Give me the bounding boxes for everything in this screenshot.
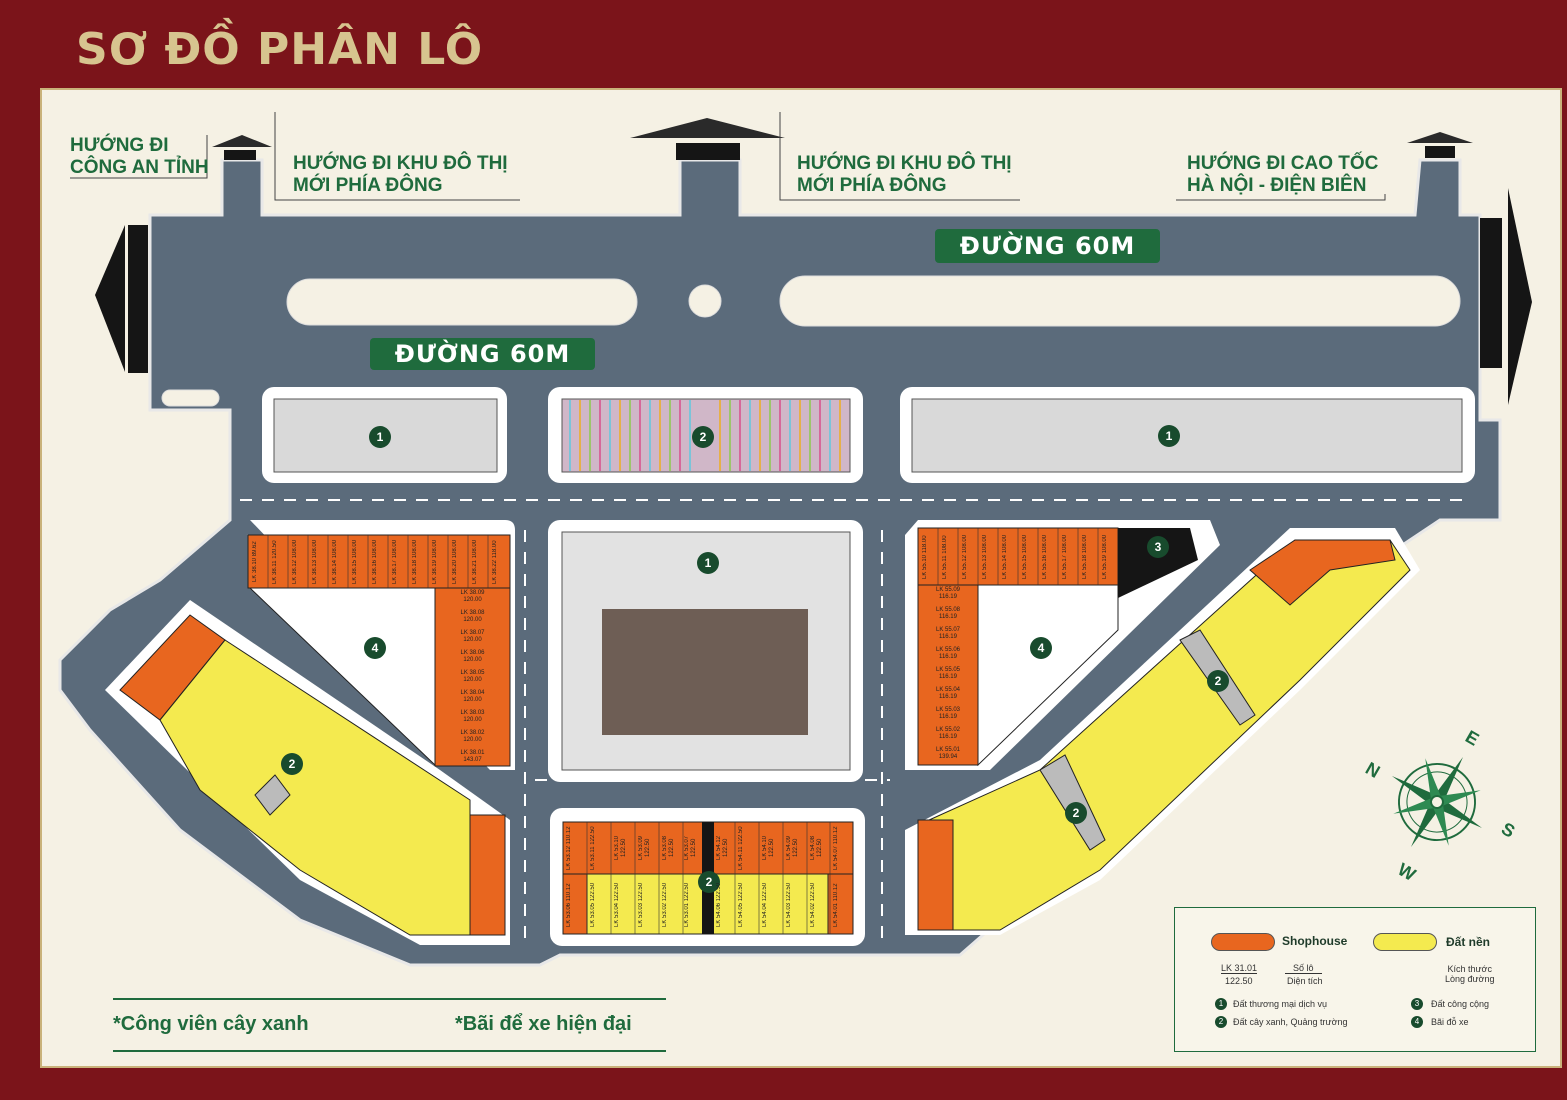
legend-kich-thuoc: Kích thước Lòng đường — [1445, 964, 1495, 984]
lot-label: LK 55.19 108.00 — [1102, 534, 1108, 580]
lot-label: LK 54.06 122.50 — [716, 882, 722, 928]
lot-label: LK 53.02 122.50 — [662, 882, 668, 928]
direction-arrows — [95, 118, 1532, 405]
zone-badge-public: 3 — [1147, 536, 1169, 558]
zone-badge-green: 2 — [1207, 670, 1229, 692]
lot-label: LK 53.12 110.12 — [566, 826, 572, 870]
lot-label: LK 54.11 122.50 — [738, 826, 744, 870]
lot-label: LK 55.14 108.00 — [1002, 534, 1008, 580]
commercial-blocks — [262, 387, 1475, 782]
arrow-up-3 — [1407, 132, 1473, 143]
lot-label: LK 53.11 122.50 — [590, 826, 596, 870]
lot-label: LK 53.08 122.50 — [662, 835, 675, 861]
arrow-up-2 — [630, 118, 785, 138]
legend-shophouse: Shophouse — [1282, 934, 1348, 948]
lot-label: LK 53.06 110.12 — [566, 883, 572, 927]
zone-badge-green: 2 — [692, 426, 714, 448]
lot-label: LK 53.05 122.50 — [590, 882, 596, 928]
zone-badge-green: 2 — [1065, 802, 1087, 824]
legend-item-2: Đất cây xanh, Quảng trường — [1233, 1017, 1348, 1027]
lot-label: LK 38.17 108.00 — [392, 539, 398, 585]
lot-label: LK 54.04 122.50 — [762, 882, 768, 928]
legend-swatch-shophouse — [1211, 933, 1275, 951]
legend-item-3: Đất công cộng — [1431, 999, 1490, 1009]
lot-label: LK 38.18 108.00 — [412, 539, 418, 585]
lot-label: LK 54.03 122.50 — [786, 882, 792, 928]
lot-label: LK 54.10 122.50 — [762, 835, 775, 861]
lot-label: LK 55.17 108.00 — [1062, 534, 1068, 580]
legend-item-4: Bãi đỗ xe — [1431, 1017, 1469, 1027]
lot-label: LK 54.12 122.50 — [716, 835, 729, 861]
legend-sample-code: LK 31.01 — [1221, 963, 1258, 974]
lot-label: LK 54.01 110.12 — [833, 883, 839, 927]
lot-label: LK 55.11 108.00 — [942, 535, 948, 579]
lot-label: LK 55.12 108.00 — [962, 534, 968, 580]
arrow-left — [95, 225, 125, 372]
direction-expressway: HƯỚNG ĐI CAO TỐC HÀ NỘI - ĐIỆN BIÊN — [1187, 153, 1379, 196]
zone-badge-green: 2 — [698, 871, 720, 893]
legend-swatch-dat-nen — [1373, 933, 1437, 951]
map-legend: Shophouse Đất nền LK 31.01 122.50 Số lô … — [1174, 907, 1536, 1052]
page-title: SƠ ĐỒ PHÂN LÔ — [76, 24, 484, 75]
legend-badge-2: 2 — [1215, 1016, 1227, 1028]
lot-label: LK 38.22 118.00 — [492, 540, 498, 584]
zone-badge-commercial: 1 — [697, 552, 719, 574]
lot-label: LK 53.03 122.50 — [638, 882, 644, 928]
lot-label: LK 38.12 108.00 — [292, 539, 298, 585]
legend-badge-3: 3 — [1411, 998, 1423, 1010]
lot-label: LK 53.04 122.50 — [614, 882, 620, 928]
lot-label: LK 55.18 108.00 — [1082, 534, 1088, 580]
legend-item-1: Đất thương mại dịch vụ — [1233, 999, 1327, 1009]
direction-east-urban-2: HƯỚNG ĐI KHU ĐÔ THỊ MỚI PHÍA ĐÔNG — [797, 153, 1012, 196]
lot-label: LK 55.16 108.00 — [1042, 534, 1048, 580]
lot-label: LK 38.19 108.00 — [432, 539, 438, 585]
lot-label: LK 38.20 108.00 — [452, 539, 458, 585]
lot-label: LK 53.01 122.50 — [684, 882, 690, 928]
zone-badge-commercial: 1 — [369, 426, 391, 448]
road-label-left: ĐƯỜNG 60M — [370, 338, 595, 370]
zone-badge-commercial: 1 — [1158, 425, 1180, 447]
lot-label: LK 55.13 108.00 — [982, 534, 988, 580]
footnote-line-top — [113, 998, 666, 1000]
legend-sample-area: 122.50 — [1225, 976, 1253, 986]
direction-police: HƯỚNG ĐI CÔNG AN TỈNH — [70, 135, 209, 178]
lot-label: LK 54.08 122.50 — [810, 835, 823, 861]
lot-label: LK 54.05 122.50 — [738, 882, 744, 928]
legend-badge-4: 4 — [1411, 1016, 1423, 1028]
lot-label: LK 53.10 122.50 — [614, 835, 627, 861]
lot-label: LK 38.13 108.00 — [312, 539, 318, 585]
direction-east-urban-1: HƯỚNG ĐI KHU ĐÔ THỊ MỚI PHÍA ĐÔNG — [293, 153, 508, 196]
lot-label: LK 53.09 122.50 — [638, 835, 651, 861]
lot-label: LK 53.07 122.50 — [684, 835, 697, 861]
lot-label: LK 38.16 108.00 — [372, 539, 378, 585]
legend-badge-1: 1 — [1215, 998, 1227, 1010]
lot-label: LK 38.10 89.62 — [252, 541, 258, 583]
legend-dien-tich: Diện tích — [1287, 976, 1323, 986]
lot-label: LK 54.02 122.50 — [810, 882, 816, 928]
lot-label: LK 38.15 108.00 — [352, 539, 358, 585]
lot-label: LK 54.09 122.50 — [786, 835, 799, 861]
legend-so-lo: Số lô — [1285, 963, 1322, 974]
lot-label: LK 55.15 108.00 — [1022, 534, 1028, 580]
legend-dat-nen: Đất nền — [1446, 935, 1491, 949]
lot-label: LK 54.07 110.12 — [833, 826, 839, 870]
zone-badge-parking: 4 — [364, 637, 386, 659]
footnote-line-bottom — [113, 1050, 666, 1052]
lot-label: LK 38.14 108.00 — [332, 539, 338, 585]
lot-label: LK 38.21 108.00 — [472, 539, 478, 585]
zone-badge-green: 2 — [281, 753, 303, 775]
zone-badge-parking: 4 — [1030, 637, 1052, 659]
footnote-park: *Công viên cây xanh — [113, 1013, 309, 1035]
lot-label: LK 55.10 118.00 — [922, 535, 928, 579]
block-31-43 — [105, 600, 510, 945]
road-label-top: ĐƯỜNG 60M — [935, 229, 1160, 263]
arrow-up-1 — [212, 135, 272, 147]
compass-rose-icon — [1391, 756, 1483, 848]
footnote-parking: *Bãi để xe hiện đại — [455, 1013, 632, 1035]
arrow-right — [1508, 188, 1532, 405]
lot-label: LK 38.11 120.50 — [272, 540, 278, 584]
